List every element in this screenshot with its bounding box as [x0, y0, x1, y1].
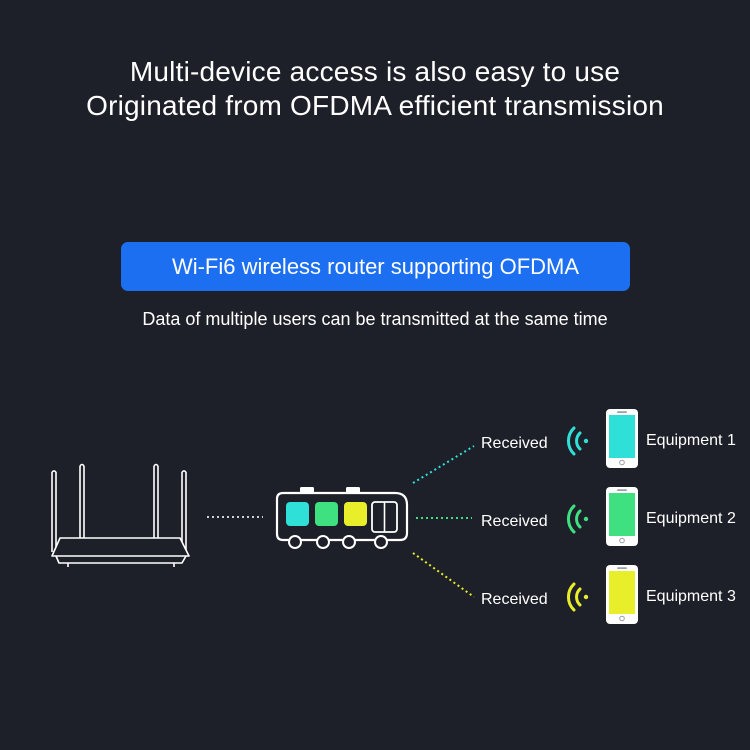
received-label-3: Received	[481, 591, 548, 608]
router-banner: Wi-Fi6 wireless router supporting OFDMA	[121, 242, 630, 291]
data-bus-icon	[275, 487, 409, 549]
wifi-signal-icon	[567, 504, 589, 534]
wifi-signal-icon	[567, 426, 589, 456]
transmission-line-3	[412, 552, 475, 598]
equipment-label-1: Equipment 1	[646, 432, 736, 449]
equipment-label-2: Equipment 2	[646, 510, 736, 527]
subtitle: Data of multiple users can be transmitte…	[142, 309, 608, 329]
router-icon	[51, 463, 190, 567]
smartphone-icon	[606, 409, 638, 468]
transmission-line-1	[412, 445, 475, 484]
bus-window-3	[344, 502, 367, 526]
router-banner-label: Wi-Fi6 wireless router supporting OFDMA	[171, 253, 580, 279]
equipment-label-3: Equipment 3	[646, 588, 736, 605]
headline: Multi-device access is also easy to use …	[0, 55, 750, 123]
bus-window-1	[286, 502, 309, 526]
received-label-2: Received	[481, 513, 548, 530]
headline-line-2: Originated from OFDMA efficient transmis…	[86, 90, 664, 121]
smartphone-icon	[606, 565, 638, 624]
bus-window-2	[315, 502, 338, 526]
transmission-lines	[412, 445, 475, 598]
headline-line-1: Multi-device access is also easy to use	[129, 56, 621, 87]
received-label-1: Received	[481, 435, 548, 452]
smartphone-icon	[606, 487, 638, 546]
wifi-signal-icon	[567, 582, 589, 612]
